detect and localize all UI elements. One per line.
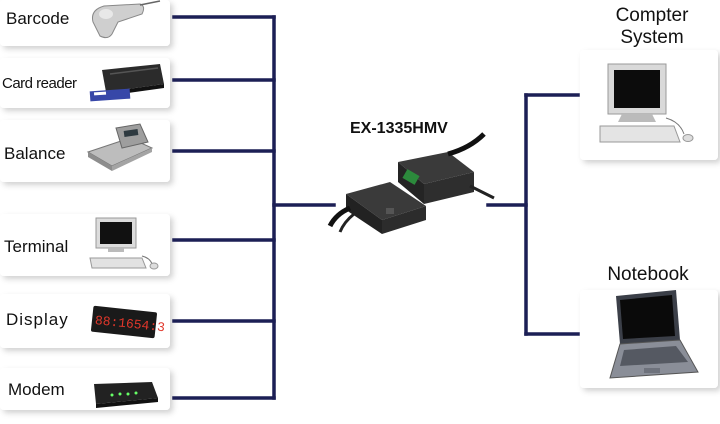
device-label-display: Display (6, 310, 69, 329)
card-reader-icon (89, 64, 164, 102)
host-label-computer: Compter System (592, 5, 712, 49)
laptop-icon (609, 290, 699, 379)
device-label-card-reader: Card reader (2, 75, 77, 92)
terminal-computer-icon (89, 217, 159, 270)
host-label-notebook: Notebook (607, 264, 689, 285)
modem-icon (94, 382, 158, 408)
device-label-modem: Modem (8, 380, 65, 399)
device-label-barcode: Barcode (6, 9, 70, 28)
led-display-text: 88:1654:3 (94, 313, 165, 335)
desktop-computer-icon (599, 63, 694, 143)
device-label-balance: Balance (4, 144, 66, 163)
balance-scale-icon (86, 123, 154, 171)
host-label-computer-line1: Compter (615, 5, 689, 26)
hub-model-label: EX-1335HMV (350, 120, 448, 137)
serial-hub-device-icon (327, 132, 495, 234)
device-label-terminal: Terminal (4, 237, 69, 256)
barcode-scanner-icon (92, 0, 161, 39)
led-display-icon: 88:1654:3 (91, 305, 166, 339)
host-label-computer-line2: System (620, 27, 684, 48)
